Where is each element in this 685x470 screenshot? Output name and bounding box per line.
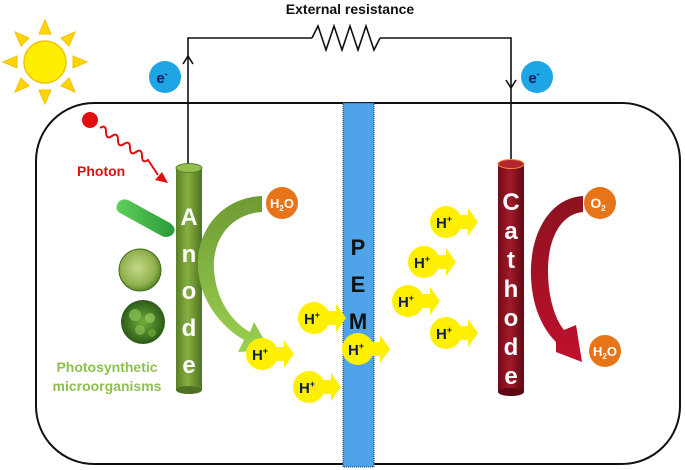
cathode-letter: C [502,189,519,216]
svg-text:H+: H+ [436,214,452,232]
proton-exchange-membrane [342,102,375,468]
water-molecule-cathode: H2O [589,335,621,367]
proton-ion: H+ [430,317,478,349]
svg-text:H+: H+ [348,341,364,359]
electron-anode-side: e- [149,61,181,93]
cathode-letter: a [504,218,518,245]
microorganism-cluster [121,300,165,344]
proton-ion: H+ [293,371,341,403]
svg-text:e-: e- [156,69,167,87]
svg-text:H+: H+ [299,379,315,397]
anode-electrode [175,163,203,394]
svg-text:H+: H+ [252,346,268,364]
cathode-letter: t [507,247,515,274]
svg-text:H+: H+ [436,325,452,343]
oxygen-molecule: O2 [584,187,616,219]
svg-text:H+: H+ [304,310,320,328]
proton-ion: H+ [298,302,346,334]
svg-text:H+: H+ [398,293,414,311]
cathode-reaction-arrow [530,196,583,362]
electron-cathode-side: e- [521,61,553,93]
cathode-letter: h [504,276,519,303]
pem-letter: E [351,272,366,297]
electron-flow-arrow-down [505,79,517,90]
svg-text:H+: H+ [414,254,430,272]
proton-ion: H+ [408,246,456,278]
cathode-letter: e [504,363,517,390]
svg-text:H2O: H2O [270,196,294,213]
microorganism-rod [116,199,175,237]
anode-letter: d [182,315,197,342]
pem-letter: P [351,235,366,260]
pem-letter: M [349,309,367,334]
cathode-electrode [497,159,525,396]
organisms-label-line1: Photosynthetic [56,359,157,375]
anode-letter: e [182,352,195,379]
cathode-letter: o [504,305,519,332]
microorganism-round [118,248,162,292]
anode-letter: o [182,278,197,305]
svg-text:e-: e- [528,69,539,87]
pem-label: PEM [349,235,367,334]
anode-reaction-arrow [197,196,270,352]
cathode-letter: d [504,334,519,361]
anode-letter: A [180,204,197,231]
electron-flow-arrow-up [182,54,194,65]
external-resistance-label: External resistance [286,1,415,17]
organisms-label-line2: microorganisms [53,378,162,394]
photon-icon [82,112,168,183]
proton-ion: H+ [430,206,478,238]
svg-text:H2O: H2O [593,344,617,361]
proton-ion: H+ [392,285,440,317]
sun-icon [1,18,89,106]
anode-letter: n [182,241,197,268]
water-molecule-anode: H2O [266,187,298,219]
svg-text:O2: O2 [590,195,606,213]
proton-ion: H+ [246,338,294,370]
protons-group: H+ H+ H+ H+ H+ H+ H+ H+ [246,206,478,403]
external-circuit-wire [187,23,512,170]
photon-label: Photon [77,163,125,179]
proton-ion: H+ [342,333,390,365]
